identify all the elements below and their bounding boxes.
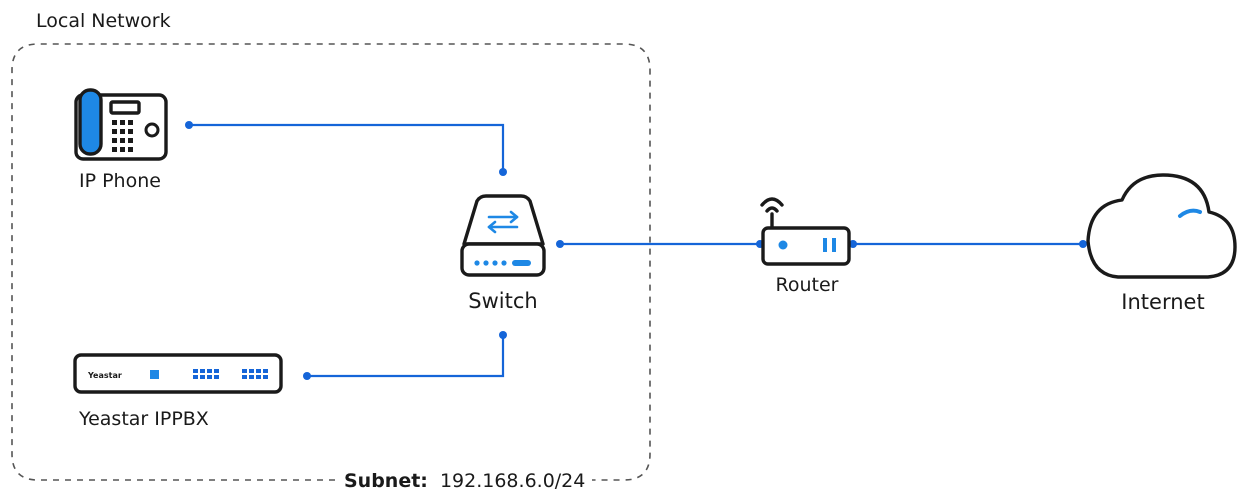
local-network-boundary xyxy=(11,43,651,481)
link-endpoint xyxy=(499,168,507,176)
ip-phone-label: IP Phone xyxy=(79,170,161,192)
link-endpoint xyxy=(556,240,564,248)
router-label: Router xyxy=(776,274,839,296)
link-endpoint xyxy=(185,121,193,129)
router-icon xyxy=(760,197,851,266)
ippbx-brand: Yeastar xyxy=(87,371,122,380)
subnet-label: Subnet: 192.168.6.0/24 xyxy=(344,470,585,492)
phone-to-switch-link xyxy=(189,123,505,172)
switch-label: Switch xyxy=(468,289,537,313)
ippbx-label: Yeastar IPPBX xyxy=(78,408,209,430)
link-endpoint xyxy=(1079,240,1087,248)
pbx-to-switch-link xyxy=(307,335,505,378)
ip-phone-icon xyxy=(74,88,168,161)
ippbx-icon: Yeastar xyxy=(73,353,283,394)
subnet-key: Subnet: xyxy=(344,470,428,492)
local-network-label: Local Network xyxy=(36,10,171,32)
internet-label: Internet xyxy=(1121,290,1204,314)
link-endpoint xyxy=(303,372,311,380)
subnet-value: 192.168.6.0/24 xyxy=(440,470,585,492)
link-endpoint xyxy=(499,331,507,339)
switch-icon xyxy=(460,194,546,277)
link-endpoint xyxy=(849,240,857,248)
connections xyxy=(185,121,1087,380)
cloud-icon xyxy=(1086,173,1237,279)
